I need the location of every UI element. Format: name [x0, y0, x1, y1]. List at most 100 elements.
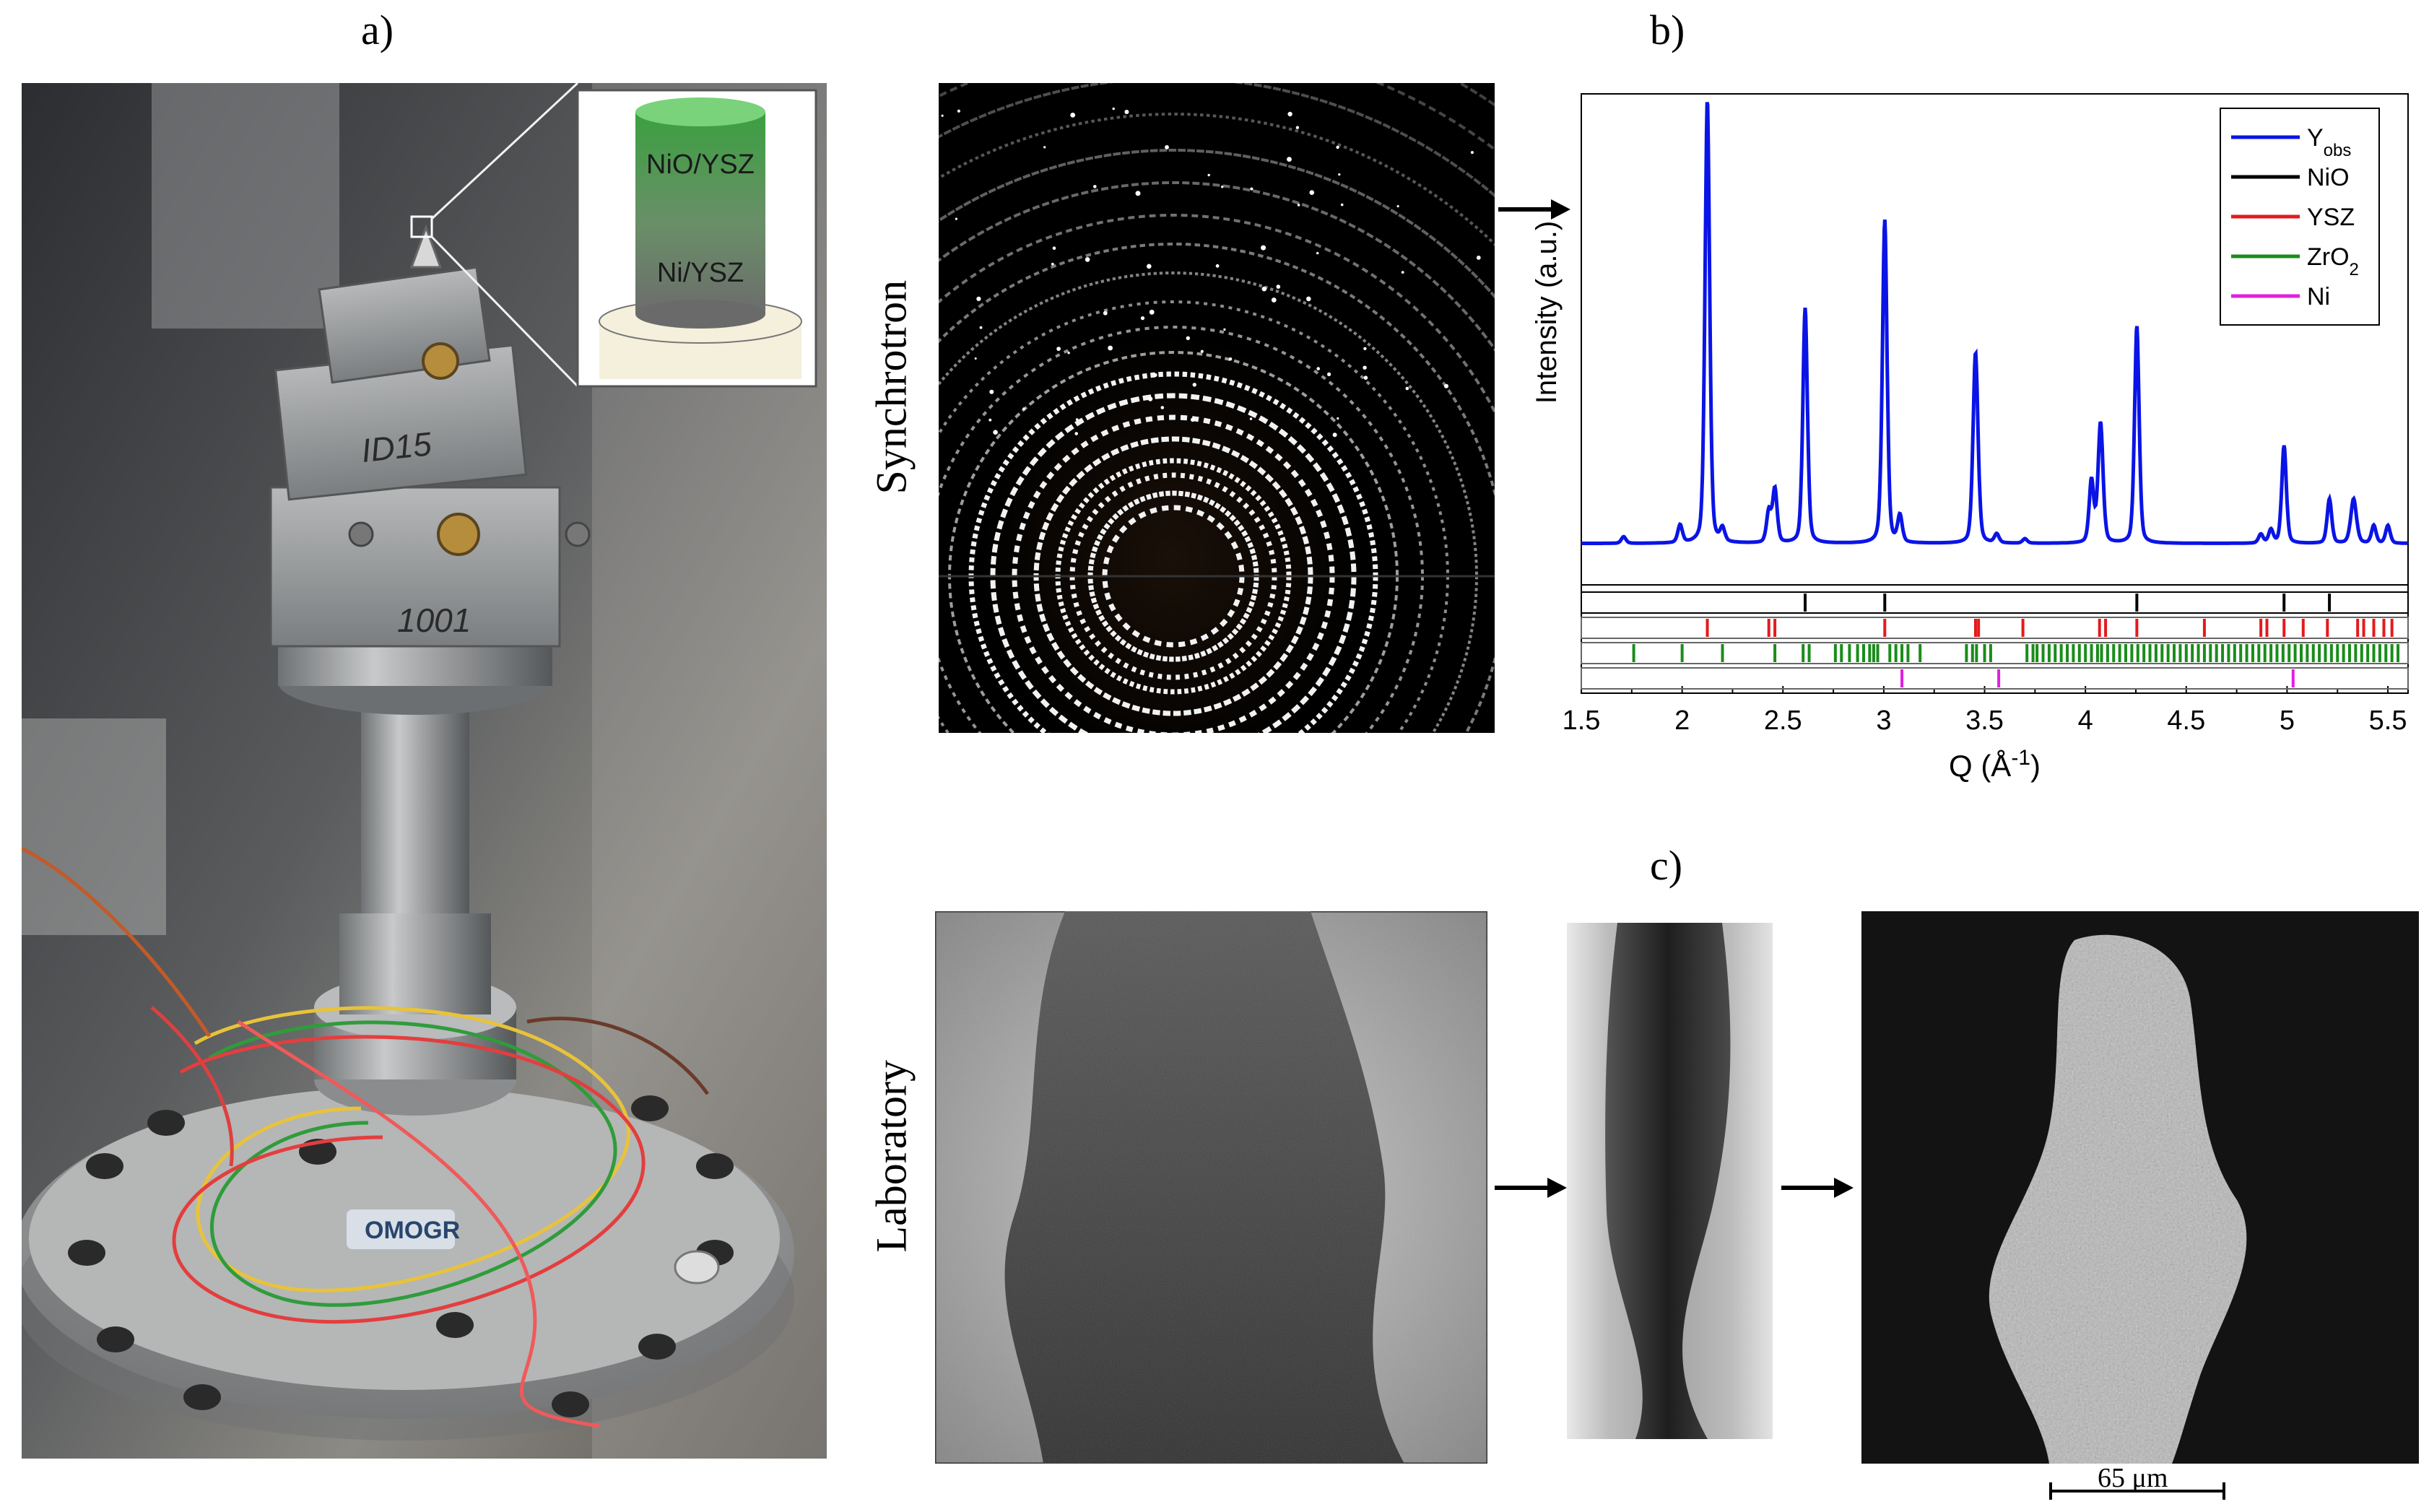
x-axis-label-main: Q (Å [1949, 749, 2011, 783]
diffraction-spot [1287, 157, 1292, 162]
diffraction-spot [1363, 347, 1367, 350]
panel-label-b: b) [1650, 6, 1685, 53]
radiograph-image [935, 911, 1487, 1464]
diffraction-spot [1043, 146, 1046, 149]
diffraction-spot [1147, 264, 1152, 269]
base-label: OMOGR [365, 1217, 460, 1244]
diffraction-spot [957, 109, 960, 113]
diffraction-spot [1135, 191, 1141, 196]
diffraction-spot [1363, 365, 1367, 370]
x-tick-label: 4.5 [2167, 705, 2205, 736]
diffraction-spot [1249, 417, 1253, 420]
diffraction-spot [1405, 386, 1409, 391]
diffraction-spot [1287, 111, 1292, 117]
sample-holder-photo: 1001 ID15 OMOGR NiO/YSZ Ni/YSZ [22, 83, 827, 1459]
diffraction-spot [955, 217, 957, 220]
diffraction-spot [1338, 173, 1341, 176]
diffraction-spot [1336, 145, 1339, 149]
holder-label-1001: 1001 [397, 601, 471, 639]
diffraction-spot [979, 326, 983, 329]
diffraction-spot [1191, 417, 1195, 422]
series-line-obs [1581, 102, 2409, 545]
row-label-synchrotron: Synchrotron [867, 279, 916, 495]
x-tick-label: 2.5 [1764, 705, 1802, 736]
diffraction-spot [976, 296, 981, 301]
diffraction-spot [1470, 151, 1474, 155]
sample-highlight-box [410, 215, 433, 238]
arrow-to-reconstruction [1781, 1178, 1854, 1198]
diffraction-spot [1200, 349, 1204, 353]
diffraction-spot [1476, 256, 1481, 260]
diffraction-spot [1271, 297, 1277, 303]
diffraction-spot [1215, 264, 1220, 268]
diffraction-ring [939, 181, 1495, 352]
diffraction-spot [1070, 113, 1076, 118]
y-axis-label: Intensity (a.u.) [1531, 221, 1563, 404]
diffraction-pattern [939, 83, 1495, 733]
diffraction-spot [941, 114, 944, 117]
diffraction-spot [1306, 296, 1311, 302]
diffraction-spot [1295, 126, 1300, 129]
inset-bottom-label: Ni/YSZ [657, 258, 744, 288]
diffraction-spot [974, 357, 977, 360]
diffraction-spot [1075, 418, 1079, 421]
reconstruction-slice [1861, 911, 2419, 1464]
diffraction-spot [1223, 328, 1226, 331]
sinogram-image [1567, 923, 1773, 1439]
reflection-row-YSZ [1581, 617, 2409, 639]
x-axis-label-sup: -1 [2011, 746, 2030, 770]
diffraction-spot [1261, 245, 1266, 251]
diffraction-spot [1124, 110, 1129, 114]
diffraction-spot [1051, 262, 1054, 266]
diffraction-spot [1192, 383, 1196, 387]
x-tick-label: 5 [2280, 705, 2295, 736]
reflection-row-ZrO2 [1581, 642, 2409, 664]
diffraction-spot [1085, 257, 1090, 262]
diffraction-spot [1316, 367, 1320, 370]
diffraction-spot [1140, 316, 1145, 321]
x-axis-label-end: ) [2030, 749, 2041, 783]
diffraction-spot [1396, 205, 1399, 208]
diffraction-spot [988, 418, 992, 422]
wires [22, 846, 710, 1428]
diffraction-spot [1228, 357, 1233, 361]
legend-label-sub-obs: obs [2324, 141, 2352, 160]
plate-holes [68, 1095, 734, 1417]
diffraction-spot [1261, 286, 1267, 292]
diffraction-spot [1149, 309, 1155, 315]
plot-frame [1581, 93, 2409, 694]
row-label-laboratory: Laboratory [867, 1059, 916, 1253]
sample-inset: NiO/YSZ Ni/YSZ [576, 89, 817, 388]
diffraction-spot [1207, 173, 1210, 177]
arrow-to-sinogram [1495, 1178, 1567, 1198]
diffraction-spot [1067, 352, 1070, 355]
diffraction-spot [1250, 187, 1253, 191]
diffraction-spot [1165, 145, 1169, 149]
reflection-row-Ni [1581, 667, 2409, 690]
diffraction-ring [939, 149, 1495, 299]
legend-label-sub-ZrO2: 2 [2350, 260, 2359, 279]
diffraction-spot [1153, 373, 1157, 378]
panel-label-a: a) [361, 6, 394, 53]
diffraction-ring [939, 214, 1495, 415]
diffraction-spot [1074, 432, 1078, 435]
diffraction-spot [1309, 190, 1315, 195]
panel-label-c: c) [1650, 842, 1683, 889]
diffraction-spot [1332, 433, 1337, 438]
diffraction-spot [1221, 186, 1224, 188]
scale-bar-label: 65 μm [2098, 1463, 2168, 1493]
x-tick-label: 3 [1876, 705, 1891, 736]
x-tick-label: 5.5 [2369, 705, 2407, 736]
diffraction-spot [1337, 417, 1339, 420]
x-axis-label: Q (Å-1) [1949, 746, 2041, 783]
x-tick-label: 3.5 [1965, 705, 2004, 736]
diffraction-spot [1093, 185, 1097, 188]
x-tick-label: 4 [2078, 705, 2093, 736]
diffraction-spot [1363, 375, 1368, 380]
diffraction-spot [1147, 396, 1153, 401]
diffraction-spot [1022, 407, 1025, 410]
diffraction-spot [1340, 203, 1344, 207]
legend-label-NiO: NiO [2307, 164, 2350, 191]
arrow-to-chart [1498, 199, 1570, 220]
